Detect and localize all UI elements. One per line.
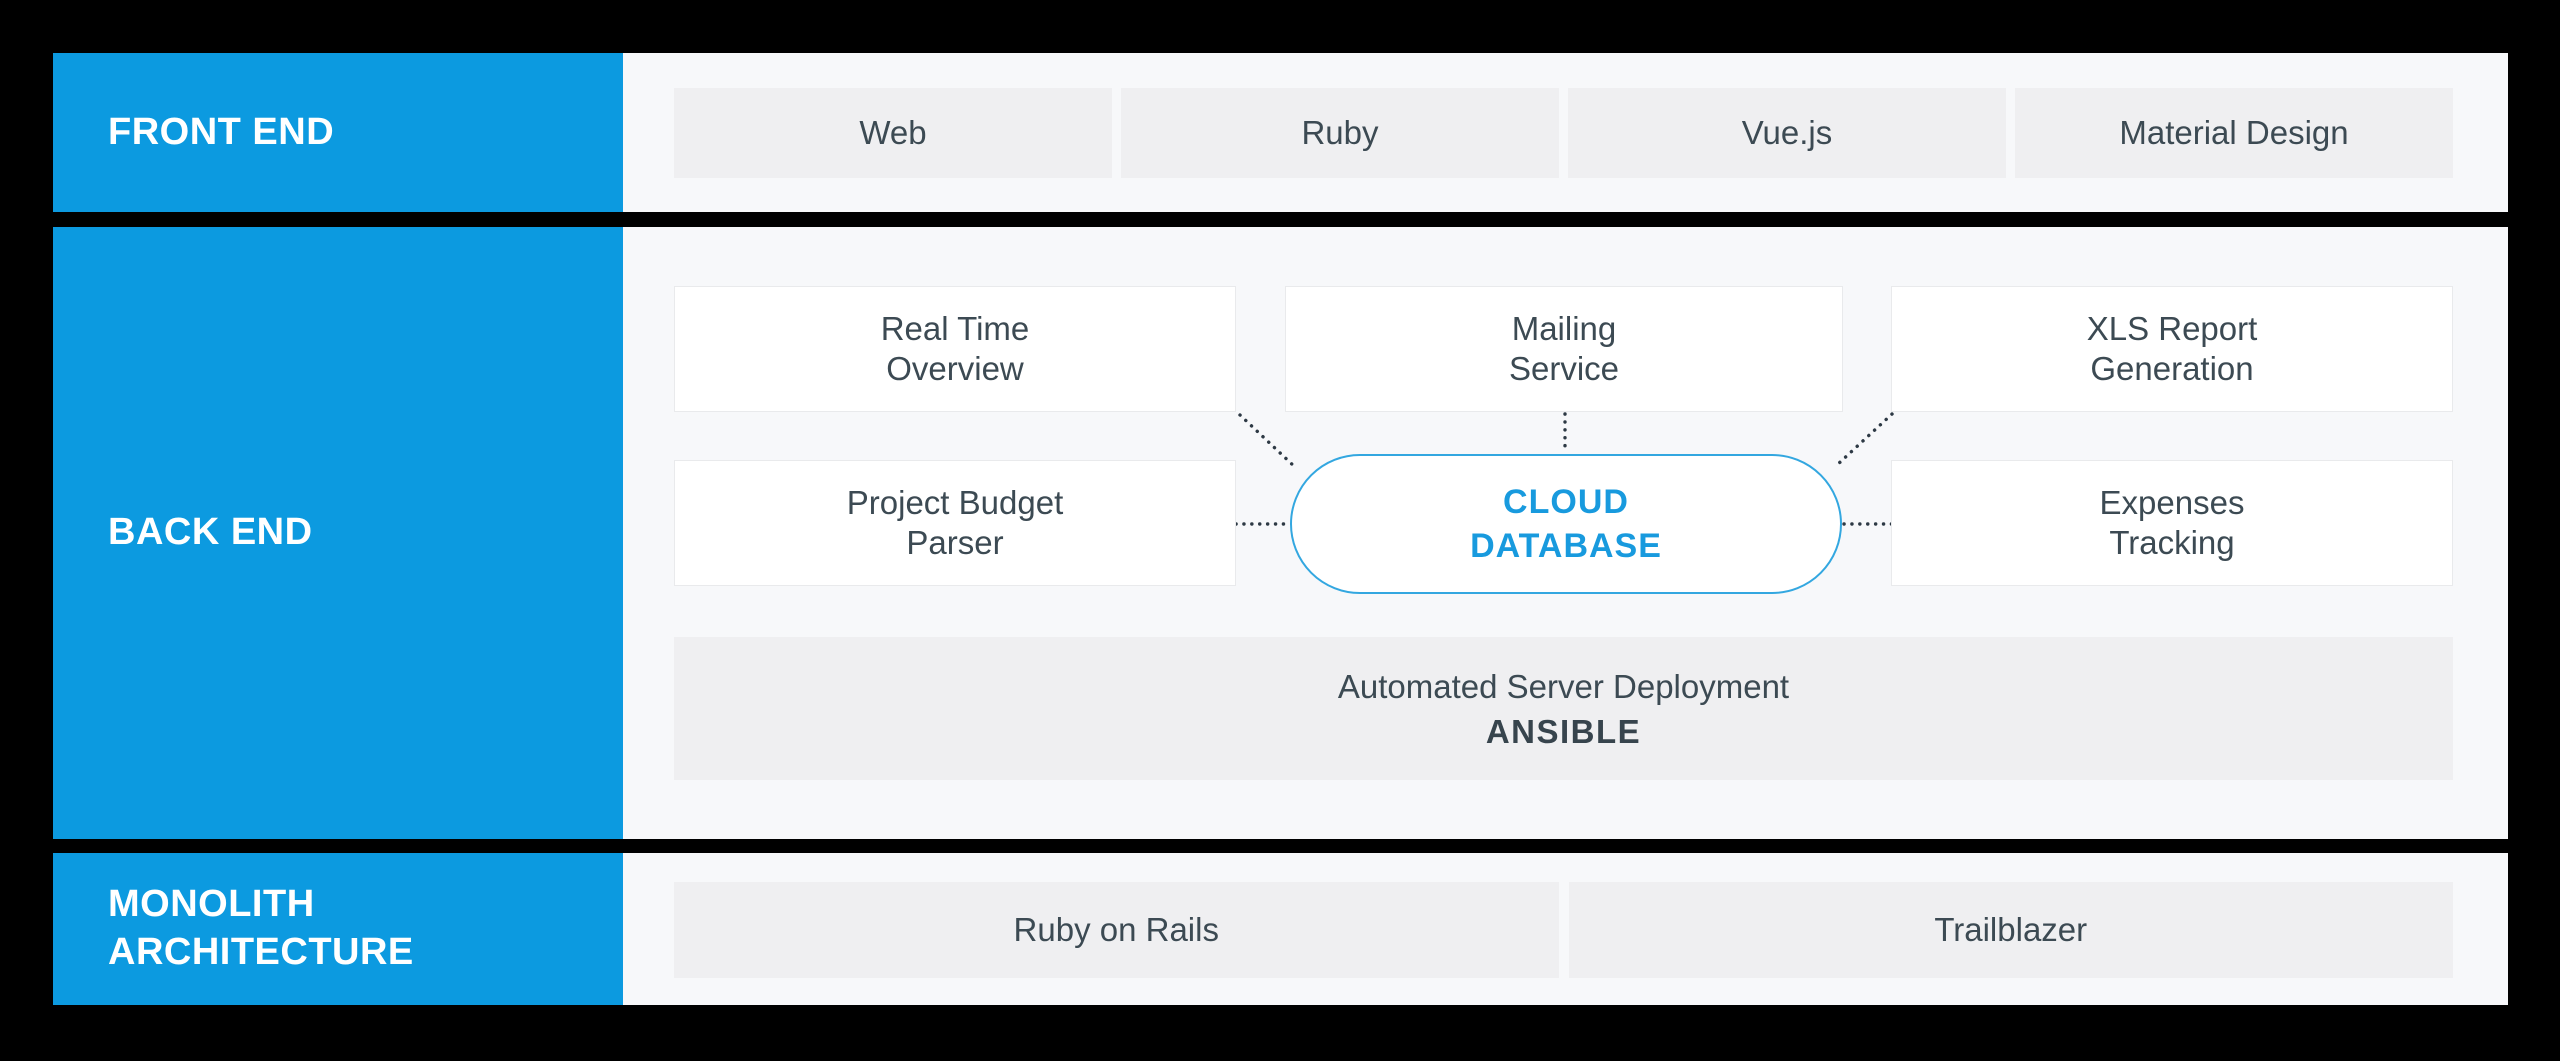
chip-ruby: Ruby bbox=[1121, 88, 1559, 178]
back-end-panel: Real Time Overview Mailing Service XLS R… bbox=[623, 227, 2508, 839]
chip-vuejs: Vue.js bbox=[1568, 88, 2006, 178]
chip-ruby-on-rails: Ruby on Rails bbox=[674, 882, 1559, 978]
connector-xls-to-hub bbox=[1835, 412, 1894, 467]
monolith-architecture-row: MONOLITH ARCHITECTURE Ruby on Rails Trai… bbox=[53, 853, 2508, 1005]
deployment-tool-name: ANSIBLE bbox=[1485, 712, 1642, 750]
back-end-row: BACK END Real Time Overview Mailing Serv… bbox=[53, 227, 2508, 839]
monolith-panel: Ruby on Rails Trailblazer bbox=[623, 853, 2508, 1005]
box-automated-server-deployment: Automated Server Deployment ANSIBLE bbox=[674, 637, 2453, 780]
box-xls-report-generation: XLS Report Generation bbox=[1891, 286, 2453, 412]
box-expenses-tracking: Expenses Tracking bbox=[1891, 460, 2453, 586]
chip-material-design: Material Design bbox=[2015, 88, 2453, 178]
monolith-architecture-label: MONOLITH ARCHITECTURE bbox=[53, 853, 623, 1005]
chip-web: Web bbox=[674, 88, 1112, 178]
cloud-database-hub: CLOUD DATABASE bbox=[1290, 454, 1842, 594]
monolith-chip-strip: Ruby on Rails Trailblazer bbox=[674, 882, 2453, 978]
front-end-row: FRONT END Web Ruby Vue.js Material Desig… bbox=[53, 53, 2508, 212]
back-end-label: BACK END bbox=[53, 227, 623, 839]
front-end-panel: Web Ruby Vue.js Material Design bbox=[623, 53, 2508, 212]
chip-trailblazer: Trailblazer bbox=[1568, 882, 2453, 978]
box-real-time-overview: Real Time Overview bbox=[674, 286, 1236, 412]
box-mailing-service: Mailing Service bbox=[1285, 286, 1843, 412]
box-project-budget-parser: Project Budget Parser bbox=[674, 460, 1236, 586]
front-end-label: FRONT END bbox=[53, 53, 623, 212]
connector-real-time-to-hub bbox=[1238, 413, 1298, 470]
deployment-title: Automated Server Deployment bbox=[1337, 667, 1790, 705]
front-end-chip-strip: Web Ruby Vue.js Material Design bbox=[674, 88, 2453, 178]
